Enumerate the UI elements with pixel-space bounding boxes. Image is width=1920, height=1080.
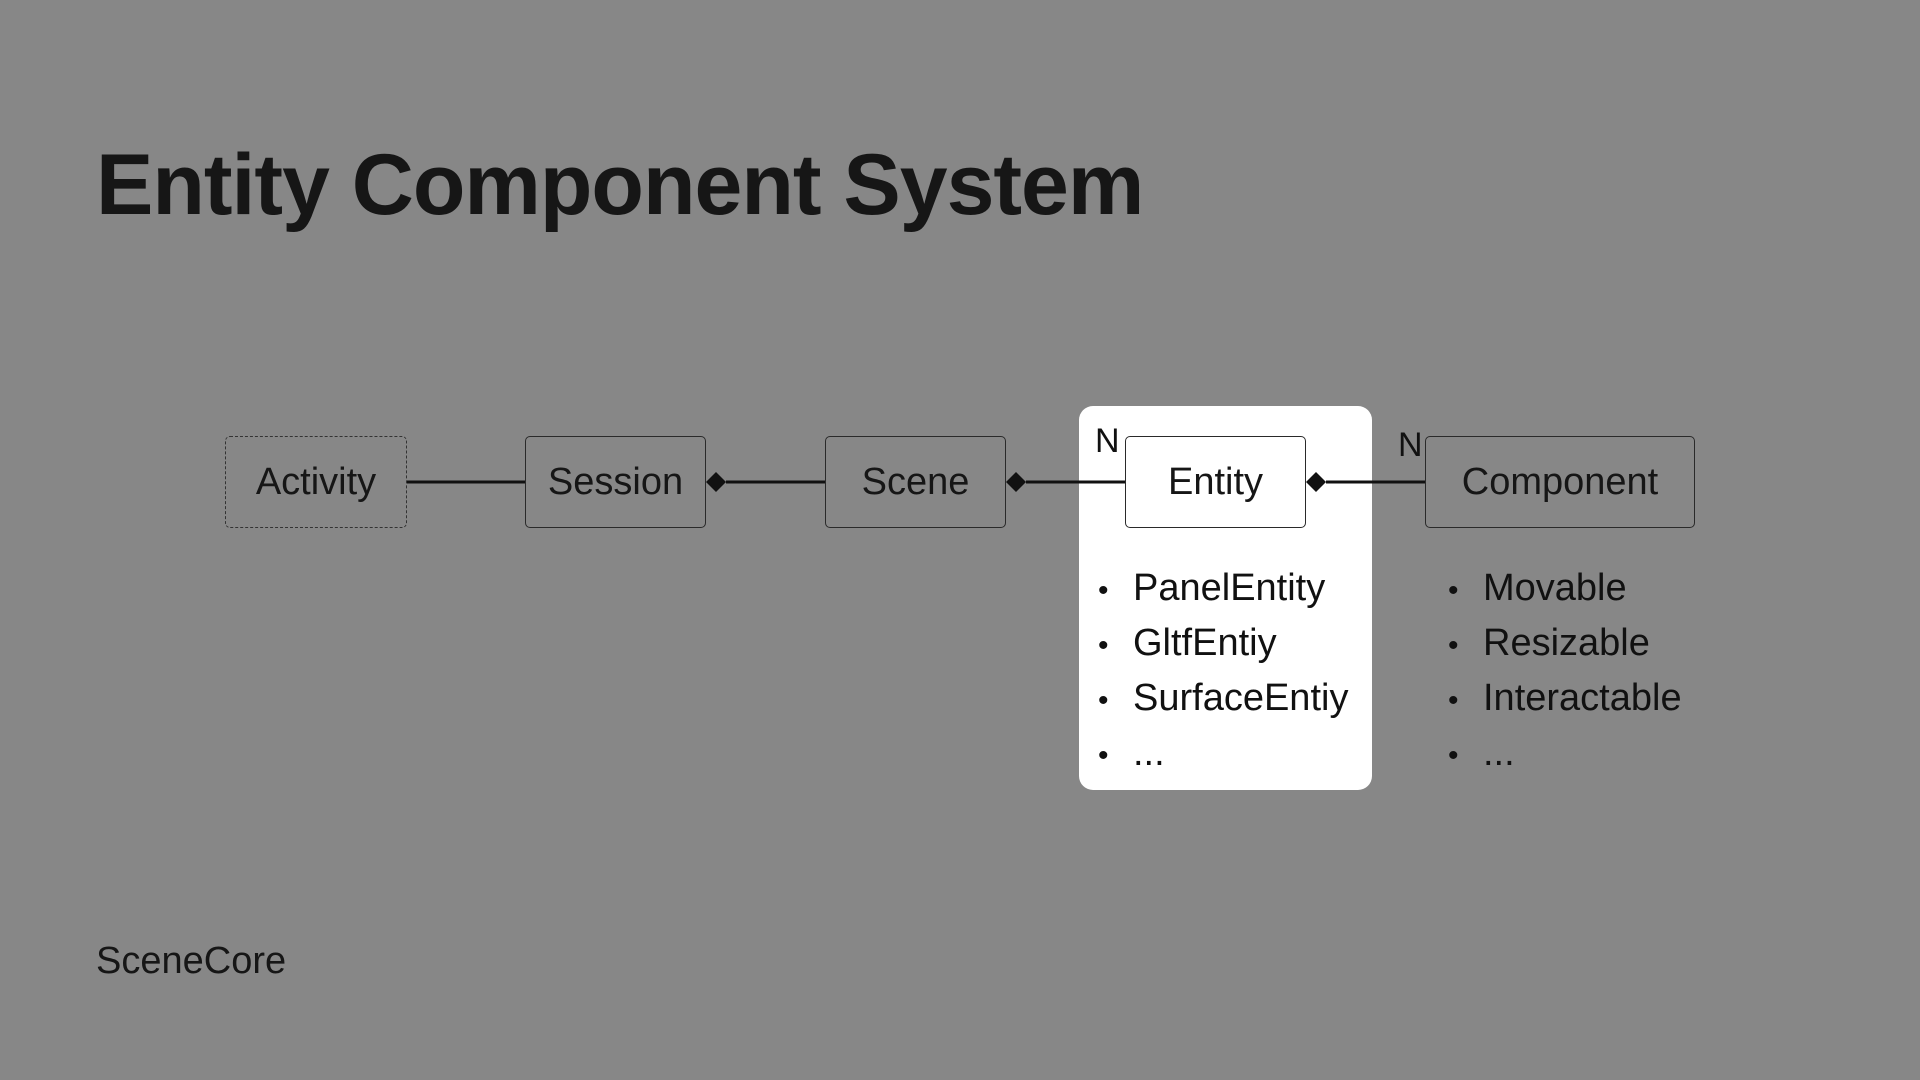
list-item: GltfEntiy (1098, 617, 1348, 672)
entity-composition-diamond (1306, 472, 1326, 492)
list-item: PanelEntity (1098, 562, 1348, 617)
entity-node: Entity (1125, 436, 1306, 528)
session-label: Session (547, 460, 684, 503)
session-composition-diamond (706, 472, 726, 492)
activity-node: Activity (225, 436, 407, 528)
footer-label: SceneCore (96, 940, 287, 982)
scene-label: Scene (861, 460, 970, 503)
list-item: Movable (1448, 562, 1682, 617)
scene-node: Scene (825, 436, 1006, 528)
entity-label: Entity (1167, 460, 1264, 503)
session-node: Session (525, 436, 706, 528)
list-item: ... (1448, 727, 1682, 782)
activity-label: Activity (255, 460, 377, 503)
component-label: Component (1461, 460, 1659, 503)
list-item: Interactable (1448, 672, 1682, 727)
component-node: Component (1425, 436, 1695, 528)
scene-composition-diamond (1006, 472, 1026, 492)
component-types-list: Movable Resizable Interactable ... (1448, 562, 1682, 782)
list-item: ... (1098, 727, 1348, 782)
slide-title: Entity Component System (96, 137, 1144, 233)
component-multiplicity: N (1398, 426, 1423, 464)
entity-multiplicity: N (1095, 422, 1120, 460)
list-item: Resizable (1448, 617, 1682, 672)
entity-types-list: PanelEntity GltfEntiy SurfaceEntiy ... (1098, 562, 1348, 782)
list-item: SurfaceEntiy (1098, 672, 1348, 727)
